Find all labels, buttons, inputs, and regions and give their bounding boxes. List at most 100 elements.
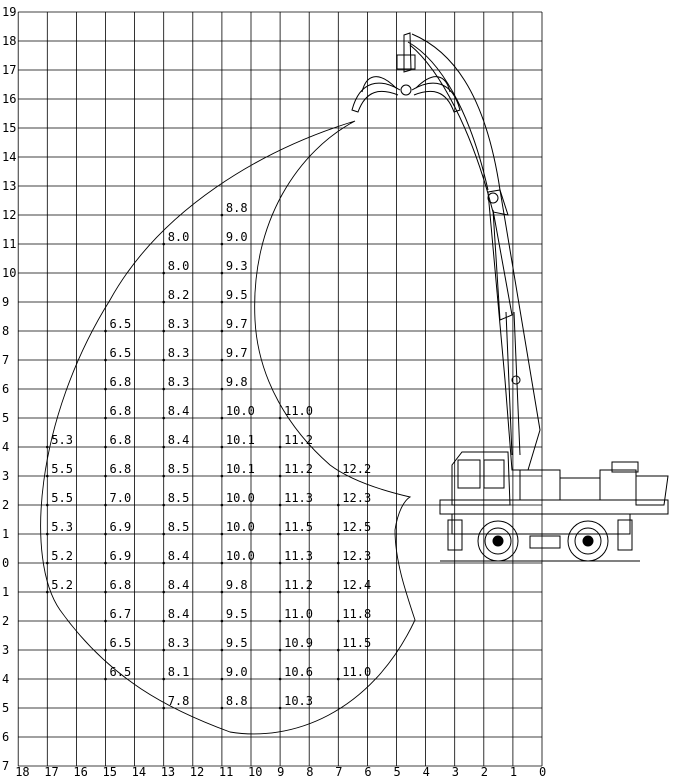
capacity-point [278, 677, 282, 681]
capacity-label: 8.5 [168, 462, 190, 476]
y-tick-label: 9 [2, 295, 9, 309]
capacity-label: 8.3 [168, 636, 190, 650]
capacity-point [46, 532, 49, 536]
capacity-point [162, 387, 165, 391]
x-tick-label: 13 [161, 765, 175, 779]
y-tick-label: 8 [2, 324, 9, 338]
capacity-label: 7.0 [110, 491, 132, 505]
capacity-point [46, 561, 49, 565]
capacity-point [278, 474, 282, 478]
capacity-point [220, 416, 224, 420]
x-tick-label: 9 [277, 765, 284, 779]
capacity-point [162, 242, 165, 246]
capacity-label: 6.5 [110, 346, 132, 360]
capacity-point [104, 445, 107, 449]
capacity-label: 8.8 [226, 201, 248, 215]
capacity-label: 5.2 [51, 578, 73, 592]
capacity-point [104, 590, 107, 594]
y-tick-label: 12 [2, 208, 16, 222]
boom [487, 189, 541, 471]
capacity-point [162, 590, 165, 594]
y-tick-label: 13 [2, 179, 16, 193]
capacity-point [104, 503, 107, 507]
x-tick-label: 2 [481, 765, 488, 779]
capacity-point [220, 329, 224, 333]
capacity-label: 6.5 [110, 636, 132, 650]
capacity-label: 6.8 [110, 578, 132, 592]
capacity-label: 8.8 [226, 694, 248, 708]
capacity-label: 9.7 [226, 317, 248, 331]
capacity-label: 10.0 [226, 491, 255, 505]
capacity-label: 9.3 [226, 259, 248, 273]
capacity-label: 11.5 [284, 520, 313, 534]
capacity-point [104, 387, 107, 391]
capacity-label: 5.3 [51, 433, 73, 447]
capacity-label: 11.0 [284, 607, 313, 621]
capacity-point [162, 532, 165, 536]
capacity-label: 11.5 [342, 636, 371, 650]
capacity-point [337, 619, 340, 623]
y-tick-label: 1 [2, 527, 9, 541]
x-tick-label: 12 [190, 765, 204, 779]
capacity-point [220, 300, 224, 304]
capacity-label: 8.4 [168, 607, 190, 621]
capacity-point [337, 677, 340, 681]
capacity-label: 9.8 [226, 375, 248, 389]
y-tick-label: 4 [2, 440, 9, 454]
x-tick-label: 3 [452, 765, 459, 779]
y-tick-label: 7 [2, 759, 9, 773]
capacity-point [104, 619, 107, 623]
capacity-point [46, 445, 49, 449]
capacity-point [162, 329, 165, 333]
capacity-point [104, 532, 107, 536]
capacity-label: 6.8 [110, 462, 132, 476]
capacity-point [46, 503, 49, 507]
capacity-point [104, 677, 107, 681]
y-tick-label: 16 [2, 92, 16, 106]
capacity-point [278, 706, 282, 710]
capacity-point [337, 648, 340, 652]
capacity-point [46, 474, 49, 478]
capacity-point [278, 416, 282, 420]
y-tick-label: 3 [2, 469, 9, 483]
capacity-point [162, 445, 165, 449]
capacity-point [220, 561, 224, 565]
capacity-label: 8.3 [168, 375, 190, 389]
capacity-point [162, 648, 165, 652]
capacity-label: 8.5 [168, 520, 190, 534]
y-tick-label: 2 [2, 614, 9, 628]
capacity-point [104, 561, 107, 565]
y-tick-label: 3 [2, 643, 9, 657]
counterweight [635, 475, 669, 506]
capacity-label: 9.7 [226, 346, 248, 360]
y-tick-label: 19 [2, 5, 16, 19]
x-tick-label: 0 [539, 765, 546, 779]
y-tick-label: 2 [2, 498, 9, 512]
y-tick-label: 5 [2, 701, 9, 715]
y-tick-label: 5 [2, 411, 9, 425]
capacity-label: 10.0 [226, 520, 255, 534]
capacity-label: 11.0 [284, 404, 313, 418]
capacity-point [162, 619, 165, 623]
x-tick-label: 8 [306, 765, 313, 779]
capacity-point [104, 329, 107, 333]
capacity-label: 5.5 [51, 491, 73, 505]
capacity-label: 11.2 [284, 578, 313, 592]
capacity-label: 8.0 [168, 259, 190, 273]
capacity-point [220, 271, 224, 275]
capacity-point [162, 271, 165, 275]
capacity-point [337, 590, 340, 594]
capacity-label: 12.3 [342, 491, 371, 505]
capacity-label: 10.0 [226, 549, 255, 563]
capacity-point [278, 619, 282, 623]
capacity-point [162, 474, 165, 478]
capacity-label: 6.7 [110, 607, 132, 621]
capacity-label: 11.2 [284, 433, 313, 447]
capacity-point [278, 503, 282, 507]
capacity-label: 5.3 [51, 520, 73, 534]
capacity-label: 12.4 [342, 578, 371, 592]
y-tick-label: 18 [2, 34, 16, 48]
capacity-point [220, 387, 224, 391]
